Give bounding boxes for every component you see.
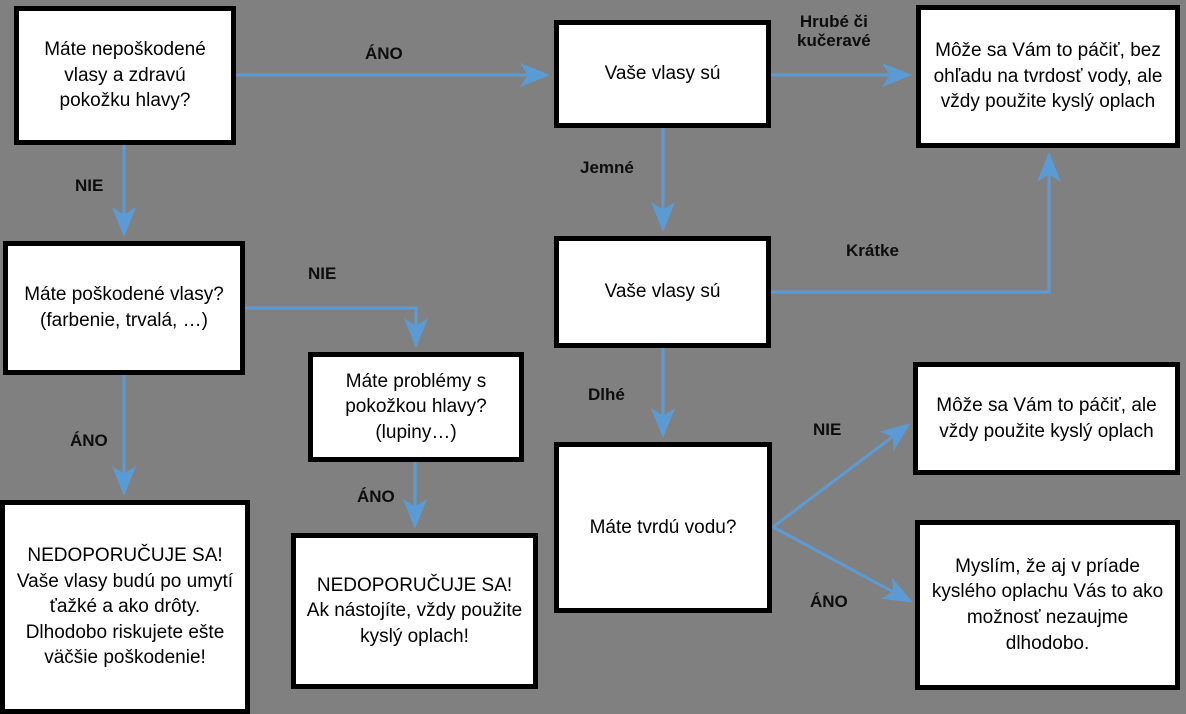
node-result-hard-water[interactable]: Myslím, že aj v príade kyslého oplachu V… bbox=[915, 520, 1180, 690]
node-hair-type-2[interactable]: Vaše vlasy sú bbox=[554, 236, 771, 348]
edge-label-ano-hardwater: ÁNO bbox=[810, 592, 848, 611]
connector-hardwater-to-hard bbox=[772, 525, 913, 603]
node-result-soft-water[interactable]: Môže sa Vám to páčiť, ale vždy použite k… bbox=[913, 362, 1180, 475]
edge-label-dlhe: Dlhé bbox=[588, 385, 625, 404]
edge-label-nie-damaged: NIE bbox=[308, 264, 337, 283]
edge-label-ano-scalp: ÁNO bbox=[357, 487, 395, 506]
node-hair-type-1[interactable]: Vaše vlasy sú bbox=[554, 20, 771, 128]
edge-label-hrube-ci-kuceravé: Hrubé či kučeravé bbox=[797, 12, 871, 51]
node-undamaged-hair-question[interactable]: Máte nepoškodené vlasy a zdravú pokožku … bbox=[14, 6, 236, 145]
node-result-coarse-curly[interactable]: Môže sa Vám to páčiť, bez ohľadu na tvrd… bbox=[916, 5, 1180, 148]
connector-hardwater-to-soft bbox=[772, 423, 911, 529]
edge-label-nie-hardwater: NIE bbox=[813, 420, 842, 439]
connector-damaged-to-scalp bbox=[245, 306, 428, 348]
node-warning-damaged[interactable]: NEDOPORUČUJE SA! Vaše vlasy budú po umyt… bbox=[0, 500, 250, 714]
node-scalp-problems-question[interactable]: Máte problémy s pokožkou hlavy? (lupiny…… bbox=[308, 352, 524, 462]
edge-label-ano-start: ÁNO bbox=[365, 44, 403, 63]
edge-label-ano-damaged: ÁNO bbox=[70, 431, 108, 450]
edge-label-nie-start: NIE bbox=[75, 176, 104, 195]
edge-label-jemne: Jemné bbox=[580, 158, 634, 177]
connector-hairtype2-to-coarse bbox=[771, 152, 1061, 294]
edge-label-kratke: Krátke bbox=[846, 241, 899, 260]
node-warning-scalp[interactable]: NEDOPORUČUJE SA! Ak nástojíte, vždy použ… bbox=[291, 533, 538, 689]
node-damaged-hair-question[interactable]: Máte poškodené vlasy? (farbenie, trvalá,… bbox=[3, 241, 245, 375]
node-hard-water-question[interactable]: Máte tvrdú vodu? bbox=[554, 442, 772, 613]
